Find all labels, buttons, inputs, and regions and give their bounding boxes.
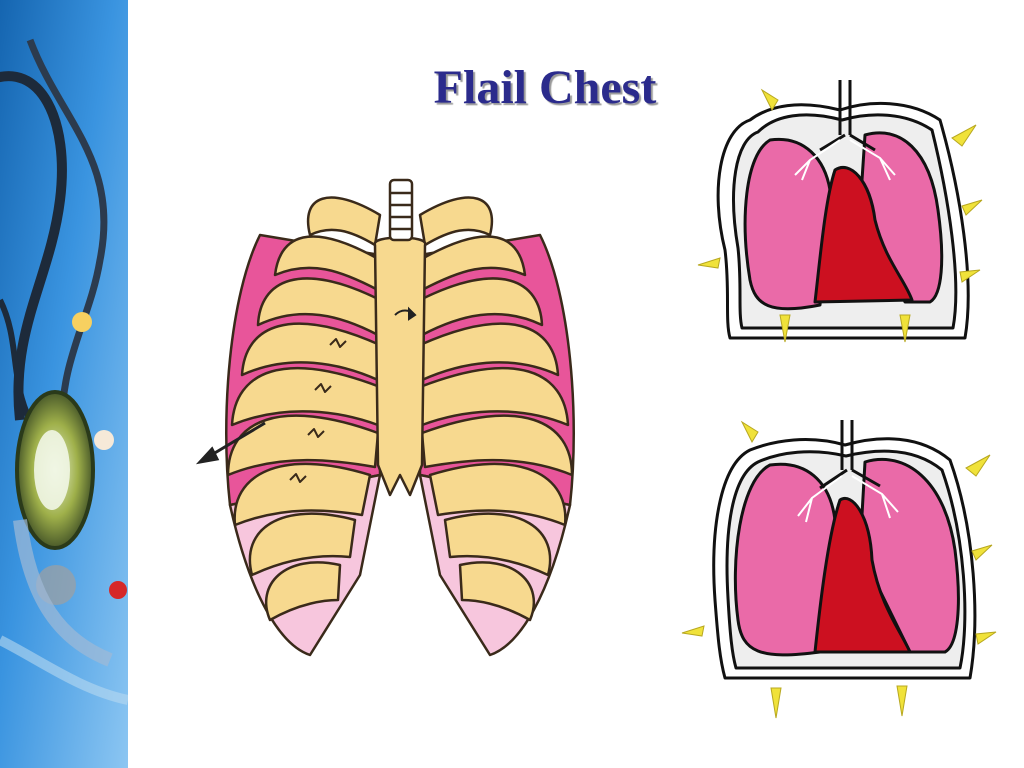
flail-segment-arrow [195,421,266,465]
ribcage-illustration [195,178,575,657]
stethoscope-icon [0,0,128,768]
trachea [388,178,414,242]
rib-fracture-marks [289,338,347,483]
lung-cross-section-expiration [681,420,997,719]
inward-arrows [697,88,983,343]
left-ribs [226,196,382,622]
sternum-motion-arrow [394,306,417,321]
right-ribs [418,196,574,622]
outward-arrows [681,420,997,719]
bronchi [797,475,899,523]
decorative-side-strip [0,0,128,768]
bronchi [794,139,896,181]
sternum [373,236,427,497]
page-title: Flail Chest [433,61,657,114]
lung-cross-section-inspiration [697,80,983,343]
